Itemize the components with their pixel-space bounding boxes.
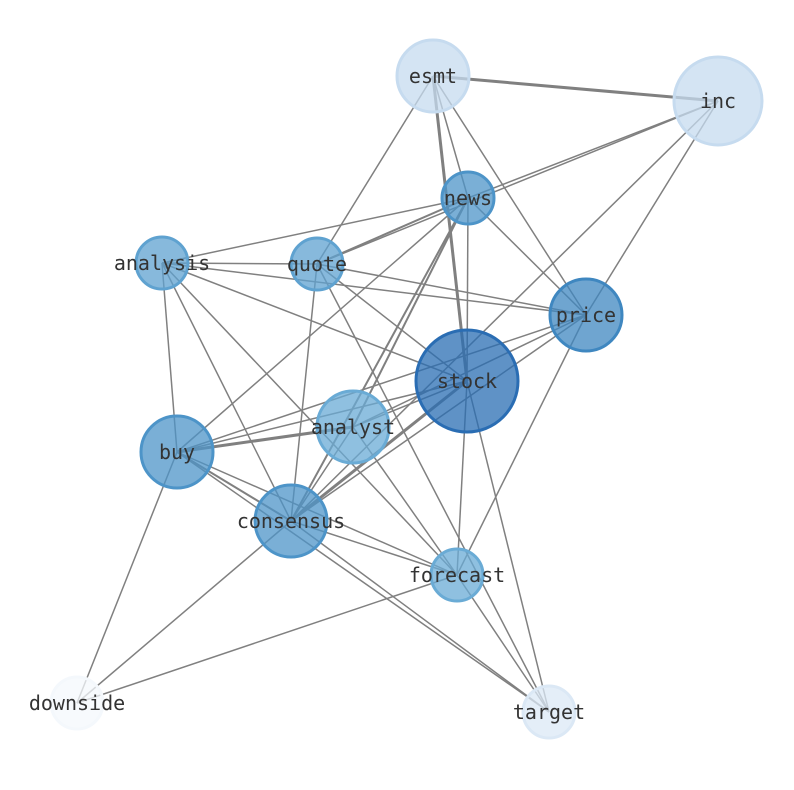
edge-quote-consensus xyxy=(290,263,318,522)
edge-layer xyxy=(76,74,719,713)
edge-price-forecast xyxy=(456,314,587,576)
node-price xyxy=(548,277,624,353)
node-forecast xyxy=(429,547,485,603)
edge-buy-target xyxy=(176,451,550,713)
node-consensus xyxy=(253,483,329,559)
node-label-analyst: analyst xyxy=(311,415,395,439)
node-layer xyxy=(49,38,764,740)
node-esmt xyxy=(395,38,471,114)
edge-inc-quote xyxy=(316,100,719,265)
edge-buy-downside xyxy=(76,451,178,704)
edge-analysis-consensus xyxy=(161,262,292,522)
node-label-consensus: consensus xyxy=(237,509,345,533)
edge-quote-price xyxy=(316,263,587,316)
node-label-analysis: analysis xyxy=(114,251,210,275)
label-layer: esmt inc news analysis quote price stock analys… xyxy=(29,64,736,724)
node-downside xyxy=(49,675,105,731)
node-label-inc: inc xyxy=(700,89,736,113)
node-analyst xyxy=(315,389,391,465)
node-quote xyxy=(289,236,345,292)
edge-stock-target xyxy=(466,380,550,713)
edge-esmt-price xyxy=(432,75,587,316)
node-label-stock: stock xyxy=(437,369,497,393)
node-label-downside: downside xyxy=(29,691,125,715)
node-news xyxy=(440,170,496,226)
node-buy xyxy=(139,414,215,490)
node-stock xyxy=(414,328,520,434)
node-label-news: news xyxy=(444,186,492,210)
edge-esmt-inc xyxy=(432,74,719,103)
edge-consensus-downside xyxy=(76,520,292,704)
node-label-esmt: esmt xyxy=(409,64,457,88)
node-label-price: price xyxy=(556,303,616,327)
node-label-target: target xyxy=(513,700,585,724)
node-target xyxy=(521,684,577,740)
edge-news-consensus xyxy=(290,197,469,522)
edge-forecast-target xyxy=(456,574,550,713)
node-label-buy: buy xyxy=(159,440,195,464)
edge-news-analysis xyxy=(161,197,469,264)
edge-price-buy xyxy=(176,314,587,453)
node-inc xyxy=(672,55,764,147)
edge-consensus-target xyxy=(290,520,550,713)
edge-analysis-price xyxy=(161,262,587,316)
edge-analysis-stock xyxy=(161,262,468,382)
node-label-forecast: forecast xyxy=(409,563,505,587)
edge-news-analyst xyxy=(352,197,469,428)
edge-forecast-downside xyxy=(76,574,458,704)
edge-quote-target xyxy=(316,263,550,713)
node-analysis xyxy=(134,235,190,291)
node-label-quote: quote xyxy=(287,252,347,276)
